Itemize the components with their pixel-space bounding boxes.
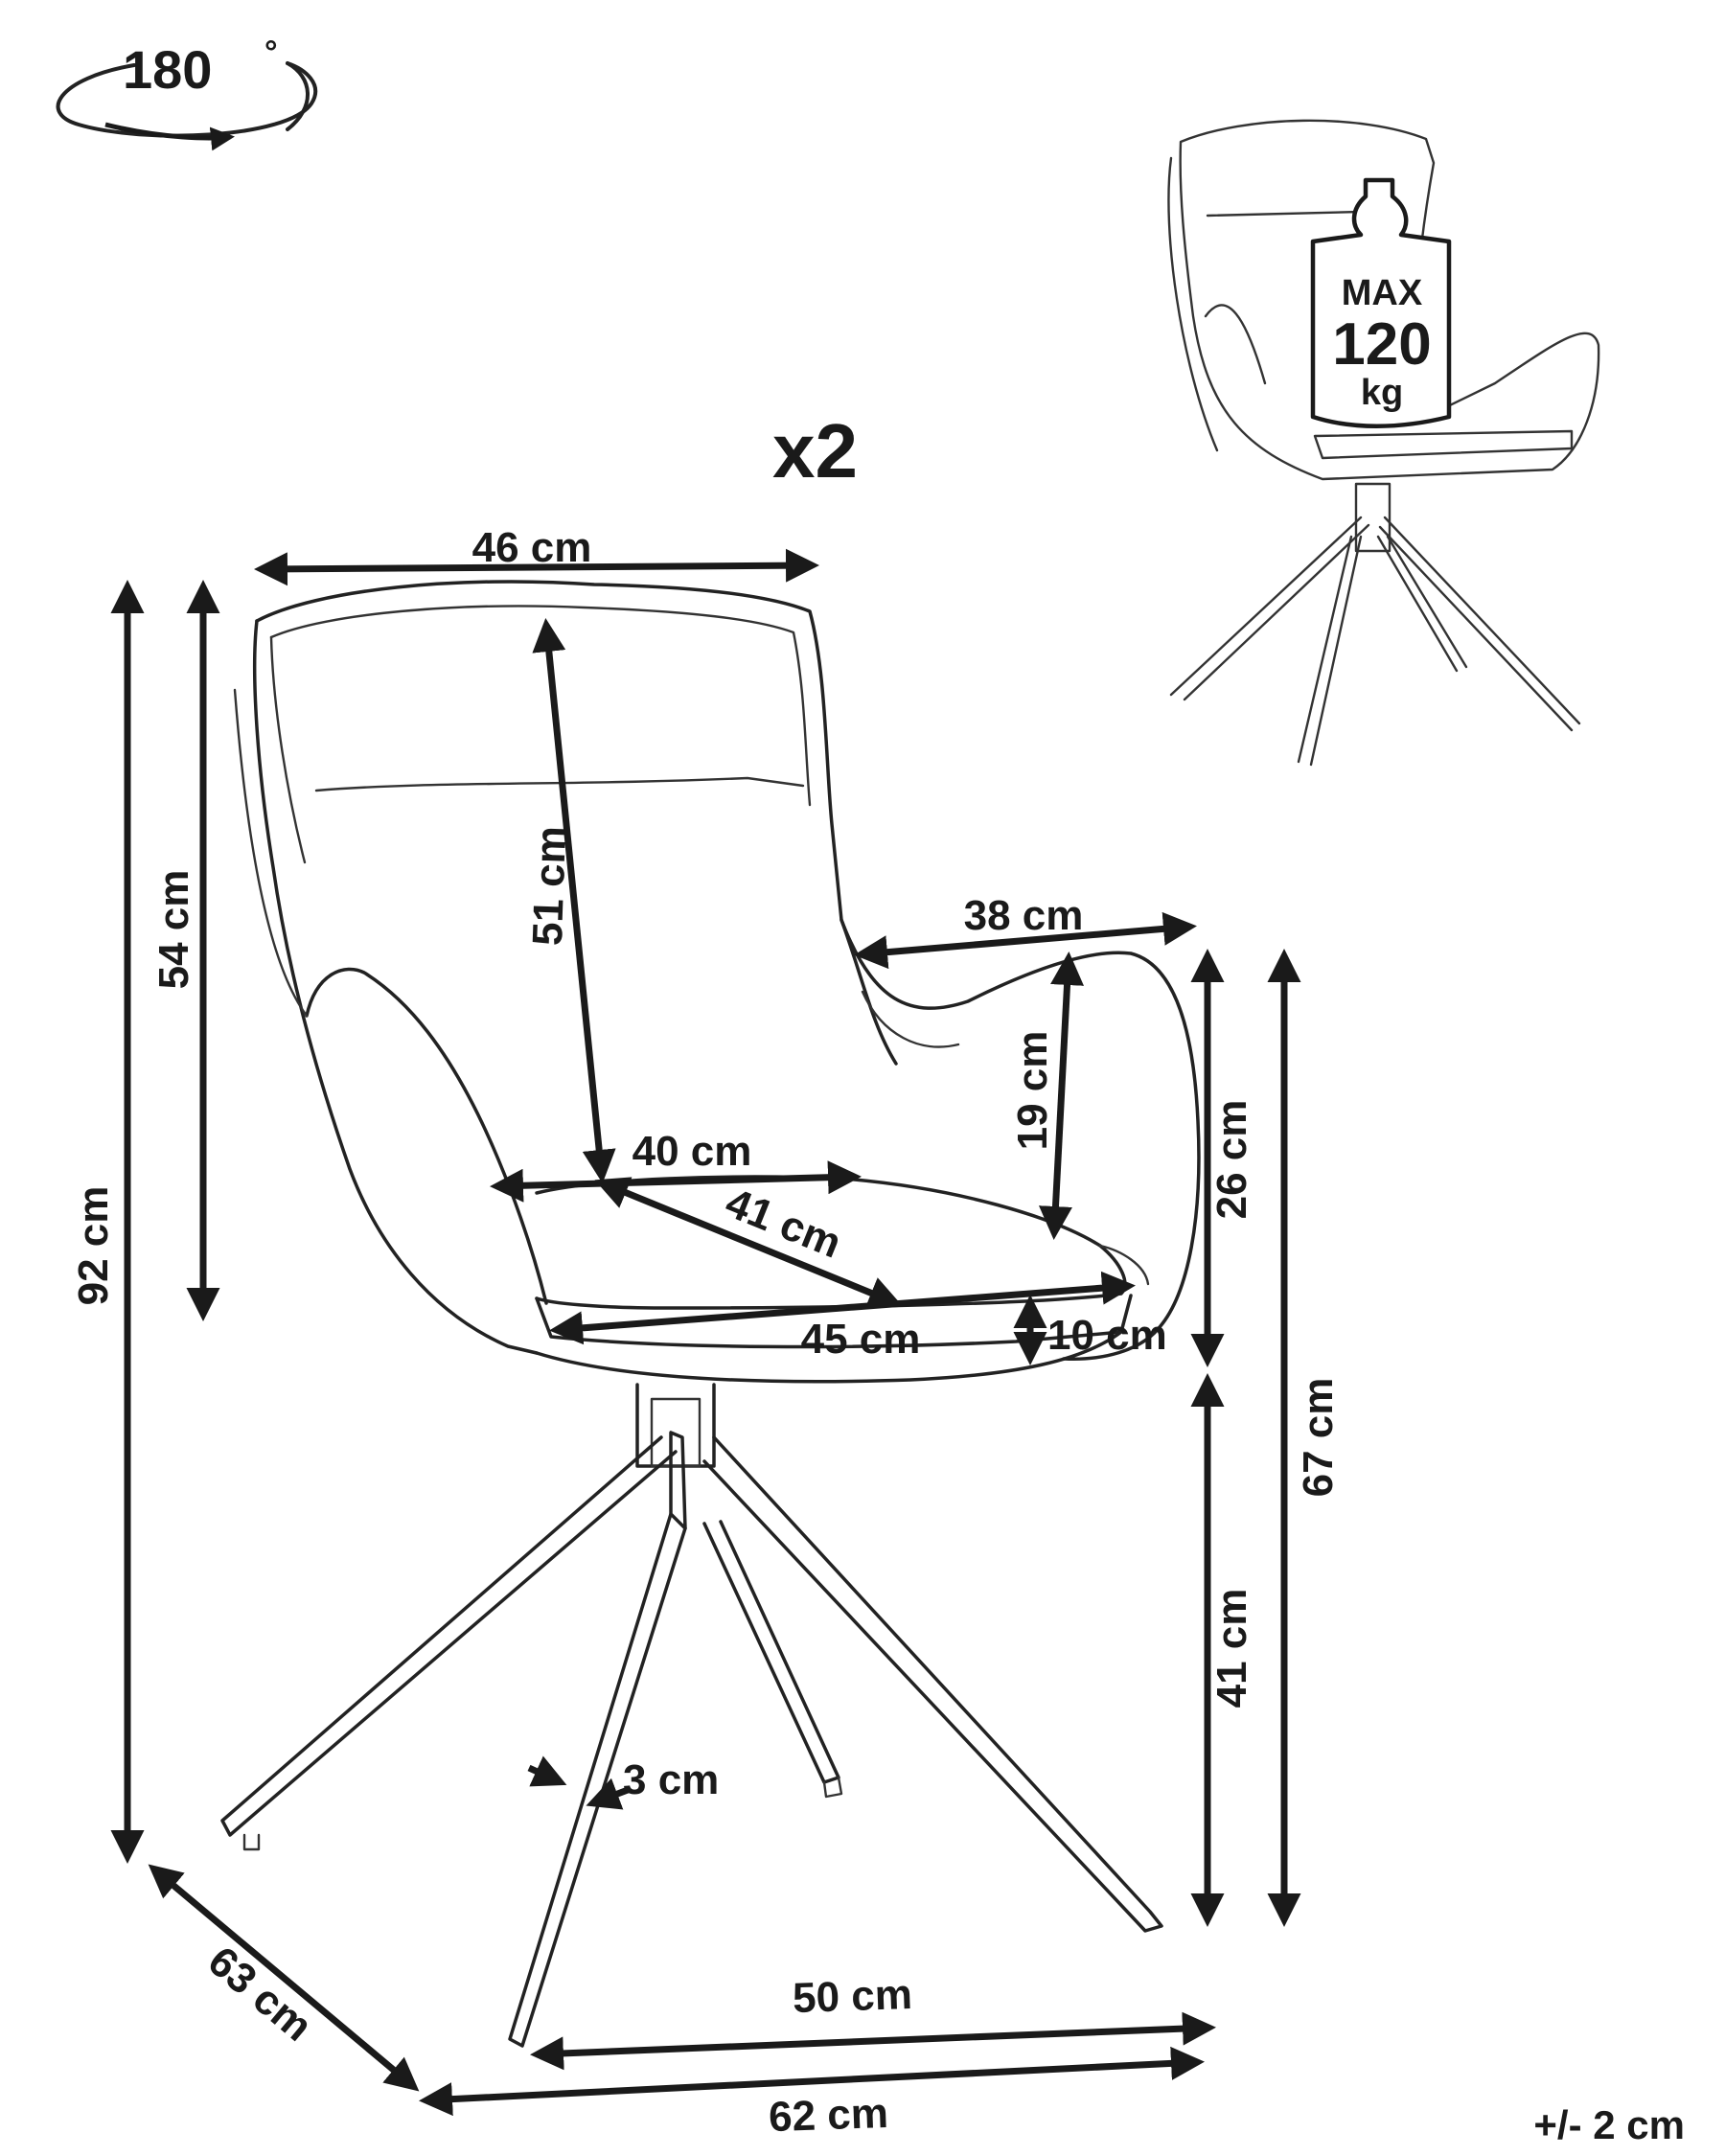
load-max-label: MAX (1342, 273, 1423, 313)
dim-armrest-height: 19 cm (1009, 1031, 1056, 1151)
dim-seat-thickness: 10 cm (1047, 1312, 1167, 1359)
dim-seat-width-front: 45 cm (801, 1316, 921, 1363)
dim-arm-to-floor: 67 cm (1295, 1378, 1342, 1498)
quantity-label: x2 (772, 408, 858, 493)
dimension-arrows (110, 548, 1301, 2117)
dim-armrest-length: 38 cm (964, 892, 1084, 939)
dim-base-width-outer: 62 cm (768, 2090, 888, 2141)
dim-top-width: 46 cm (472, 524, 592, 571)
dim-seat-width-back: 40 cm (632, 1128, 752, 1175)
tolerance-label: +/- 2 cm (1533, 2102, 1685, 2147)
dim-backrest-height: 51 cm (524, 825, 575, 946)
load-value-label: 120 (1332, 311, 1431, 378)
dim-seat-to-floor: 41 cm (1208, 1589, 1255, 1709)
dim-back-height: 54 cm (150, 870, 197, 990)
dim-base-width-inner: 50 cm (792, 1971, 912, 2022)
reference-chair (1167, 119, 1600, 767)
degree-symbol: ° (264, 34, 278, 71)
weight-bottle-icon (1310, 177, 1452, 428)
dim-leg-thickness: 3 cm (623, 1756, 719, 1803)
rotation-icon (56, 61, 318, 151)
dim-total-height: 92 cm (70, 1186, 117, 1306)
load-unit-label: kg (1361, 373, 1403, 413)
rotation-label: 180 (123, 39, 212, 100)
dim-arm-to-seat: 26 cm (1208, 1100, 1255, 1220)
